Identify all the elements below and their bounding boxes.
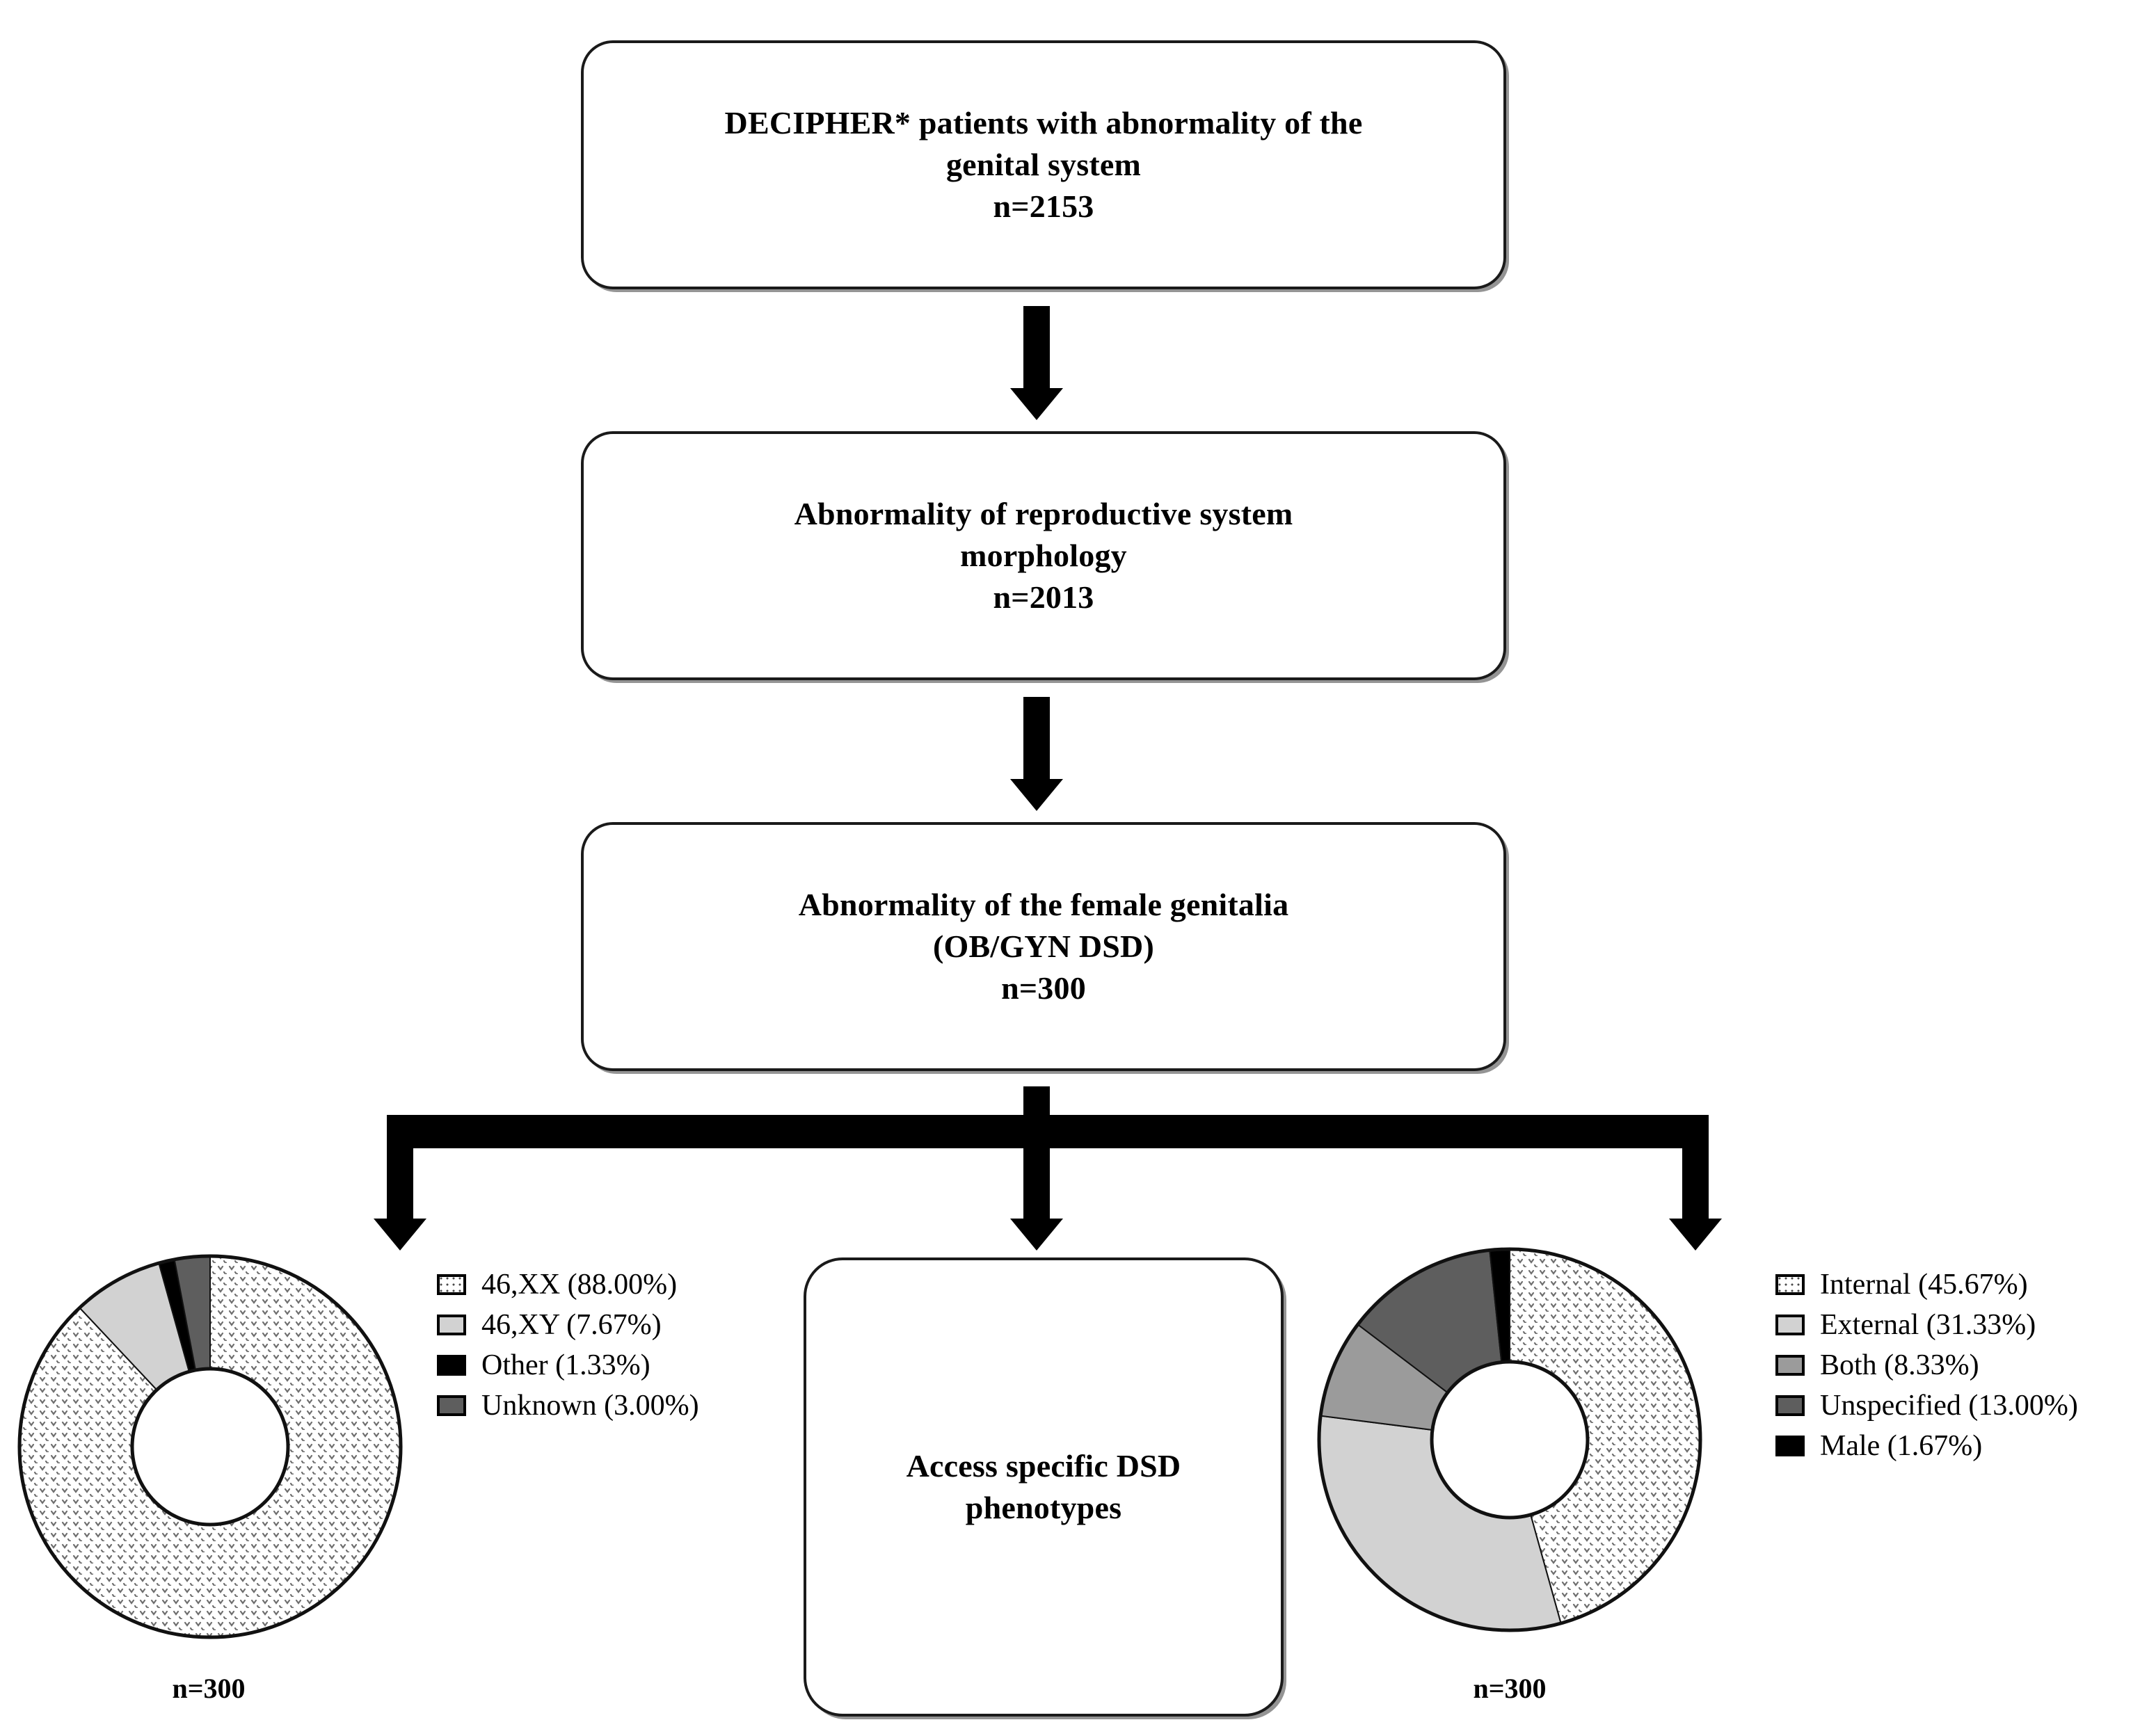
arrow-stem-box1-box2 [1023, 306, 1050, 391]
legend-swatch-mid-gray-icon [1775, 1355, 1805, 1376]
flow-box-access-phenotypes-text: Access specific DSD phenotypes [906, 1448, 1181, 1525]
legend-label-46xy: 46,XY (7.67%) [481, 1309, 662, 1341]
flow-box-decipher-patients: DECIPHER* patients with abnormality of t… [581, 40, 1506, 289]
legend-swatch-light-gray-icon [1775, 1315, 1805, 1335]
left-donut-chart [15, 1252, 405, 1641]
arrow-head-box2-box3 [1010, 779, 1063, 811]
arrow-head-box1-box2 [1010, 388, 1063, 420]
legend-swatch-pattern-icon [437, 1274, 466, 1295]
legend-label-other: Other (1.33%) [481, 1349, 650, 1381]
legend-label-unknown: Unknown (3.00%) [481, 1390, 699, 1422]
legend-item-unspecified[interactable]: Unspecified (13.00%) [1775, 1385, 2078, 1426]
legend-item-external[interactable]: External (31.33%) [1775, 1305, 2078, 1345]
legend-label-internal: Internal (45.67%) [1820, 1269, 2028, 1301]
left-chart-caption: n=300 [172, 1673, 246, 1704]
arrow-head-branch-center [1010, 1219, 1063, 1251]
left-donut-svg [17, 1254, 403, 1639]
legend-item-other[interactable]: Other (1.33%) [437, 1345, 699, 1385]
legend-swatch-black-icon [1775, 1436, 1805, 1456]
legend-swatch-pattern-icon [1775, 1274, 1805, 1295]
legend-item-both[interactable]: Both (8.33%) [1775, 1345, 2078, 1385]
arrow-stem-box2-box3 [1023, 697, 1050, 782]
legend-label-male: Male (1.67%) [1820, 1430, 1983, 1462]
flow-box-decipher-patients-text: DECIPHER* patients with abnormality of t… [724, 105, 1363, 224]
flow-box-female-genitalia-text: Abnormality of the female genitalia (OB/… [798, 887, 1289, 1006]
legend-item-46xx[interactable]: 46,XX (88.00%) [437, 1264, 699, 1305]
arrow-head-branch-right [1669, 1219, 1722, 1251]
legend-label-external: External (31.33%) [1820, 1309, 2036, 1341]
right-donut-svg [1317, 1247, 1702, 1632]
flow-box-reproductive-morphology-text: Abnormality of reproductive system morph… [794, 496, 1293, 615]
arrow-stem-branch-left [387, 1115, 413, 1221]
arrow-stem-branch-center [1023, 1115, 1050, 1221]
flow-box-female-genitalia: Abnormality of the female genitalia (OB/… [581, 822, 1506, 1071]
legend-swatch-black-icon [437, 1355, 466, 1376]
legend-item-46xy[interactable]: 46,XY (7.67%) [437, 1305, 699, 1345]
legend-label-unspecified: Unspecified (13.00%) [1820, 1390, 2078, 1422]
flow-box-reproductive-morphology: Abnormality of reproductive system morph… [581, 431, 1506, 680]
legend-swatch-dark-gray-icon [1775, 1395, 1805, 1416]
legend-item-male[interactable]: Male (1.67%) [1775, 1426, 2078, 1466]
right-donut-chart [1315, 1245, 1704, 1634]
arrow-stem-branch-right [1682, 1115, 1709, 1221]
legend-item-internal[interactable]: Internal (45.67%) [1775, 1264, 2078, 1305]
arrow-head-branch-left [374, 1219, 426, 1251]
legend-swatch-dark-gray-icon [437, 1395, 466, 1416]
legend-item-unknown[interactable]: Unknown (3.00%) [437, 1385, 699, 1426]
legend-label-46xx: 46,XX (88.00%) [481, 1269, 678, 1301]
left-legend: 46,XX (88.00%) 46,XY (7.67%) Other (1.33… [437, 1264, 699, 1426]
legend-swatch-light-gray-icon [437, 1315, 466, 1335]
right-legend: Internal (45.67%) External (31.33%) Both… [1775, 1264, 2078, 1466]
flow-box-access-phenotypes[interactable]: Access specific DSD phenotypes [804, 1257, 1284, 1717]
legend-label-both: Both (8.33%) [1820, 1349, 1979, 1381]
right-chart-caption: n=300 [1473, 1673, 1547, 1704]
